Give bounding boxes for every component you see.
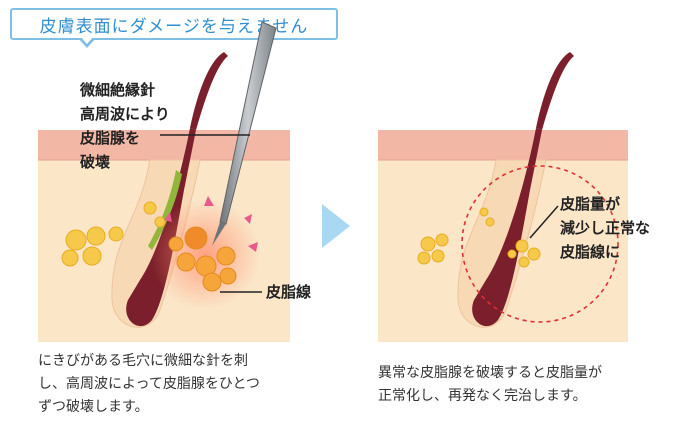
- needle-label: 微細絶縁針 高周波により 皮脂腺を 破壊: [80, 78, 170, 174]
- left-sebaceous-cluster: [61, 201, 166, 267]
- description-line: 異常な皮脂腺を破壊すると皮脂量が: [378, 365, 602, 381]
- needle-label-line: 皮脂腺を: [80, 129, 141, 147]
- needle-label-line: 破壊: [80, 153, 111, 171]
- destruction-glow: [150, 200, 260, 310]
- description-line: ずつ破壊します。: [38, 399, 149, 415]
- left-hair-shaft: [190, 52, 228, 130]
- description-line: にきびがある毛穴に微細な針を刺: [38, 353, 248, 369]
- callout-text: 皮膚表面にダメージを与えません: [39, 16, 309, 37]
- result-label-line: 皮脂量が: [560, 195, 621, 213]
- right-sebaceous-cluster-left: [417, 207, 495, 265]
- result-leader-line: [529, 205, 559, 239]
- left-description: にきびがある毛穴に微細な針を刺 し、高周波によって皮脂腺をひとつ ずつ破壊します…: [38, 350, 308, 419]
- result-label: 皮脂量が 減少し正常な 皮脂線に: [560, 192, 650, 264]
- description-line: し、高周波によって皮脂腺をひとつ: [38, 376, 260, 392]
- callout-tail: [78, 36, 96, 48]
- right-description: 異常な皮脂腺を破壊すると皮脂量が 正常化し、再発なく完治します。: [378, 362, 668, 408]
- gland-label: 皮脂線: [266, 283, 312, 301]
- normal-sebaceous-gland: [507, 239, 541, 268]
- callout-banner: 皮膚表面にダメージを与えません: [10, 8, 338, 40]
- right-hair-root: [472, 128, 542, 327]
- highlight-circle: [461, 165, 619, 323]
- right-hair-shaft: [536, 52, 574, 130]
- needle-label-line: 微細絶縁針: [80, 81, 156, 99]
- needle-icon: [212, 21, 277, 246]
- description-line: 正常化し、再発なく完治します。: [378, 388, 587, 404]
- target-sebaceous-gland: [168, 226, 237, 292]
- right-skin-surface: [378, 130, 628, 160]
- spark-marks: [164, 196, 258, 252]
- right-arrow-icon: [322, 204, 350, 248]
- right-skin-diagram: [378, 52, 628, 342]
- result-label-line: 皮脂線に: [560, 243, 621, 261]
- result-label-line: 減少し正常な: [560, 219, 651, 237]
- needle-label-line: 高周波により: [80, 105, 170, 123]
- left-hair-root: [126, 128, 196, 327]
- left-skin-diagram: [38, 21, 290, 342]
